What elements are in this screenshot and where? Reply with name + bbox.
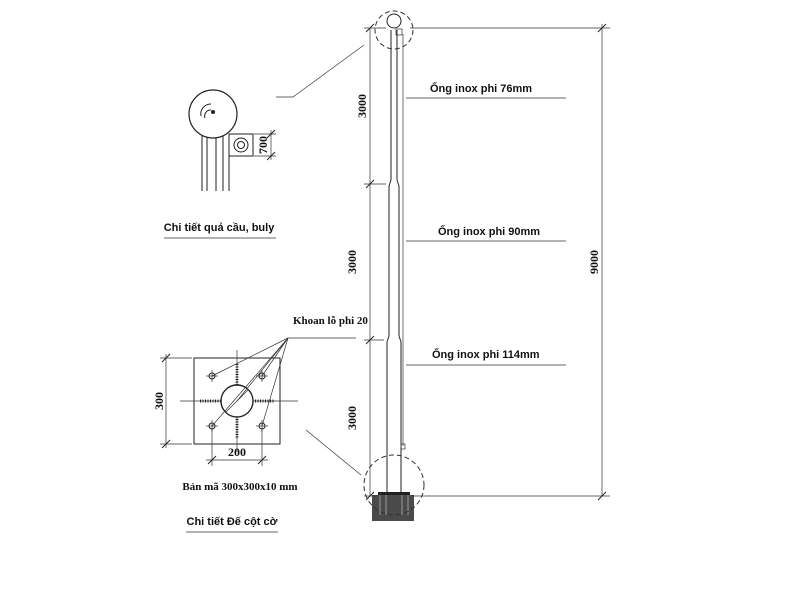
- caption-base-detail: Chi tiết Đế cột cờ: [187, 516, 278, 528]
- flagpole: [363, 10, 425, 521]
- detail-base-plate: Khoan lỗ phi 20 300 200 Bản mã 300x300x1…: [152, 315, 368, 533]
- rope-cleat: [400, 443, 406, 450]
- label-pipe-114: Ống inox phi 114mm: [432, 347, 540, 361]
- dim-bolt-spacing: 200: [228, 445, 246, 459]
- pulley-bracket: [228, 133, 254, 157]
- dim-segment-mid: 3000: [345, 250, 359, 274]
- dim-total-height: 9000: [587, 250, 601, 274]
- dim-segment-top: 3000: [355, 94, 369, 118]
- label-pipe-90: Ống inox phi 90mm: [438, 224, 540, 238]
- foundation-block: [372, 495, 414, 521]
- label-base-plate: Bản mã 300x300x10 mm: [182, 481, 297, 493]
- detail-ball-pulley: 700 Chi tiết quả cầu, buly: [164, 89, 276, 239]
- total-height-dimension: 9000: [410, 23, 610, 501]
- segment-dimensions: 3000 3000 3000: [345, 23, 386, 501]
- detail-circle-top: [374, 10, 414, 50]
- pipe-labels: Ống inox phi 76mm Ống inox phi 90mm Ống …: [406, 81, 566, 366]
- top-pulley: [395, 28, 403, 36]
- dim-pulley: 700: [256, 136, 270, 154]
- pulley-icon: [233, 137, 249, 153]
- dim-plate-side: 300: [152, 392, 166, 410]
- base-plate: [378, 492, 410, 495]
- top-ball: [386, 13, 402, 29]
- label-drill-hole: Khoan lỗ phi 20: [293, 315, 368, 327]
- label-pipe-76: Ống inox phi 76mm: [430, 81, 532, 95]
- detail-circle-base: [363, 454, 425, 516]
- dim-segment-bottom: 3000: [345, 406, 359, 430]
- caption-ball-detail: Chi tiết quả cầu, buly: [164, 222, 276, 234]
